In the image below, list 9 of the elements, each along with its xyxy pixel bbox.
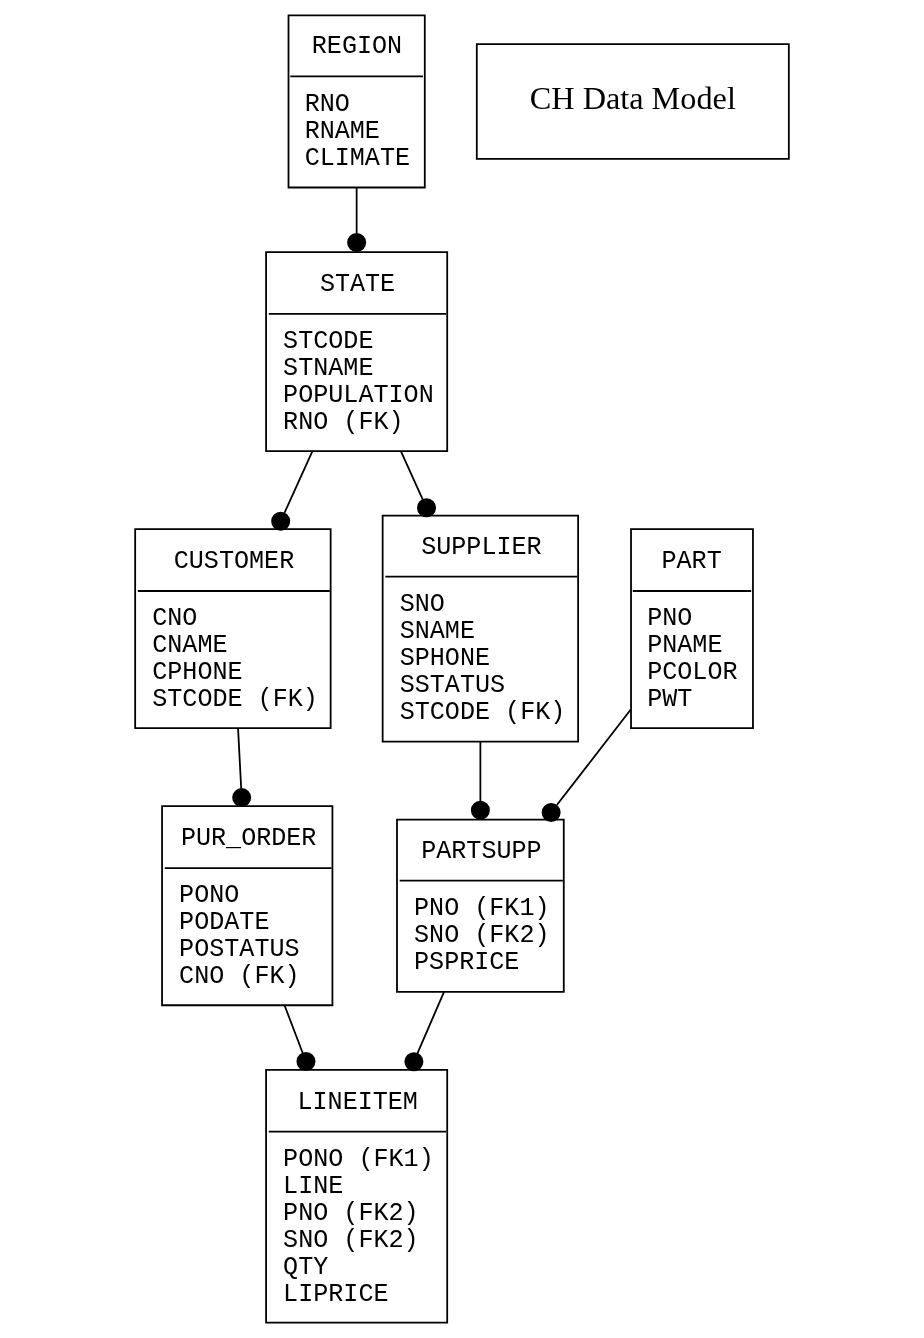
connector — [470, 740, 490, 820]
connector — [400, 450, 436, 518]
node-box: CH Data Model — [475, 43, 790, 160]
connector — [283, 1004, 316, 1071]
connector — [541, 708, 632, 822]
connector — [271, 450, 314, 531]
connector — [404, 991, 445, 1072]
connector — [232, 727, 252, 808]
connector — [347, 187, 367, 253]
